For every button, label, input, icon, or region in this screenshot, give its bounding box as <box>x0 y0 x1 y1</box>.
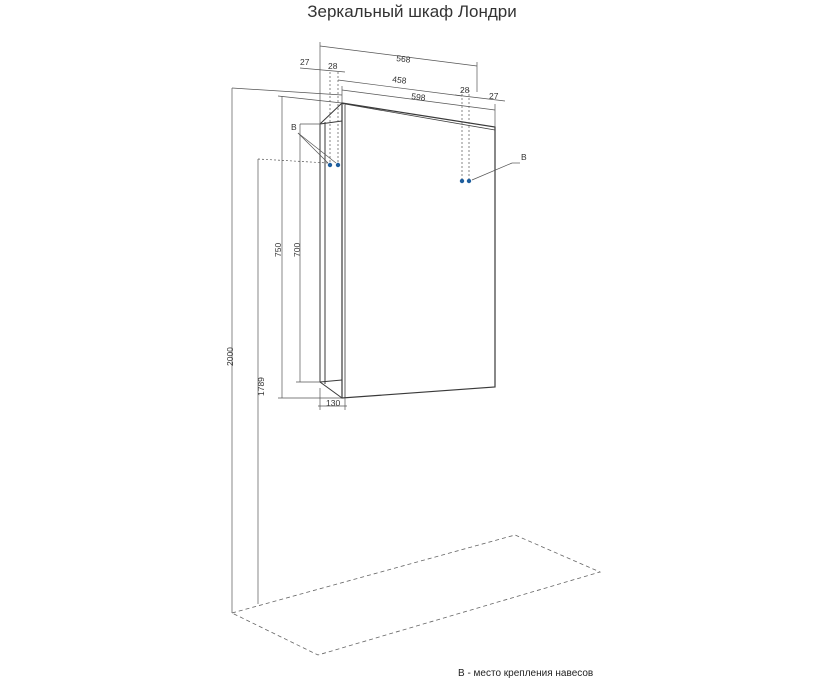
mount-guide-lines <box>329 72 470 182</box>
cabinet-door <box>341 102 496 399</box>
dim-458: 458 <box>392 74 408 86</box>
dim-1789: 1789 <box>256 377 266 396</box>
floor-outline <box>230 534 602 656</box>
dim-2000: 2000 <box>225 347 235 366</box>
legend-note: В - место крепления навесов <box>458 668 594 679</box>
dim-130: 130 <box>326 398 340 408</box>
mount-point-right-1 <box>459 178 465 184</box>
diagram-title: Зеркальный шкаф Лондри <box>307 2 517 21</box>
mount-point-left-1 <box>327 162 333 168</box>
dim-right-28: 28 <box>460 85 470 95</box>
mount-point-right-2 <box>466 178 472 184</box>
dim-left-28: 28 <box>328 61 338 71</box>
dim-568: 568 <box>396 53 412 65</box>
mount-label-left: В <box>291 122 297 132</box>
dim-700: 700 <box>292 243 302 257</box>
dim-598: 598 <box>411 91 427 103</box>
dim-right-27: 27 <box>489 91 499 101</box>
dim-left-27: 27 <box>300 57 310 67</box>
mount-point-left-2 <box>335 162 341 168</box>
dim-750: 750 <box>273 243 283 257</box>
mount-label-right: В <box>521 152 527 162</box>
cabinet-body <box>319 102 343 399</box>
